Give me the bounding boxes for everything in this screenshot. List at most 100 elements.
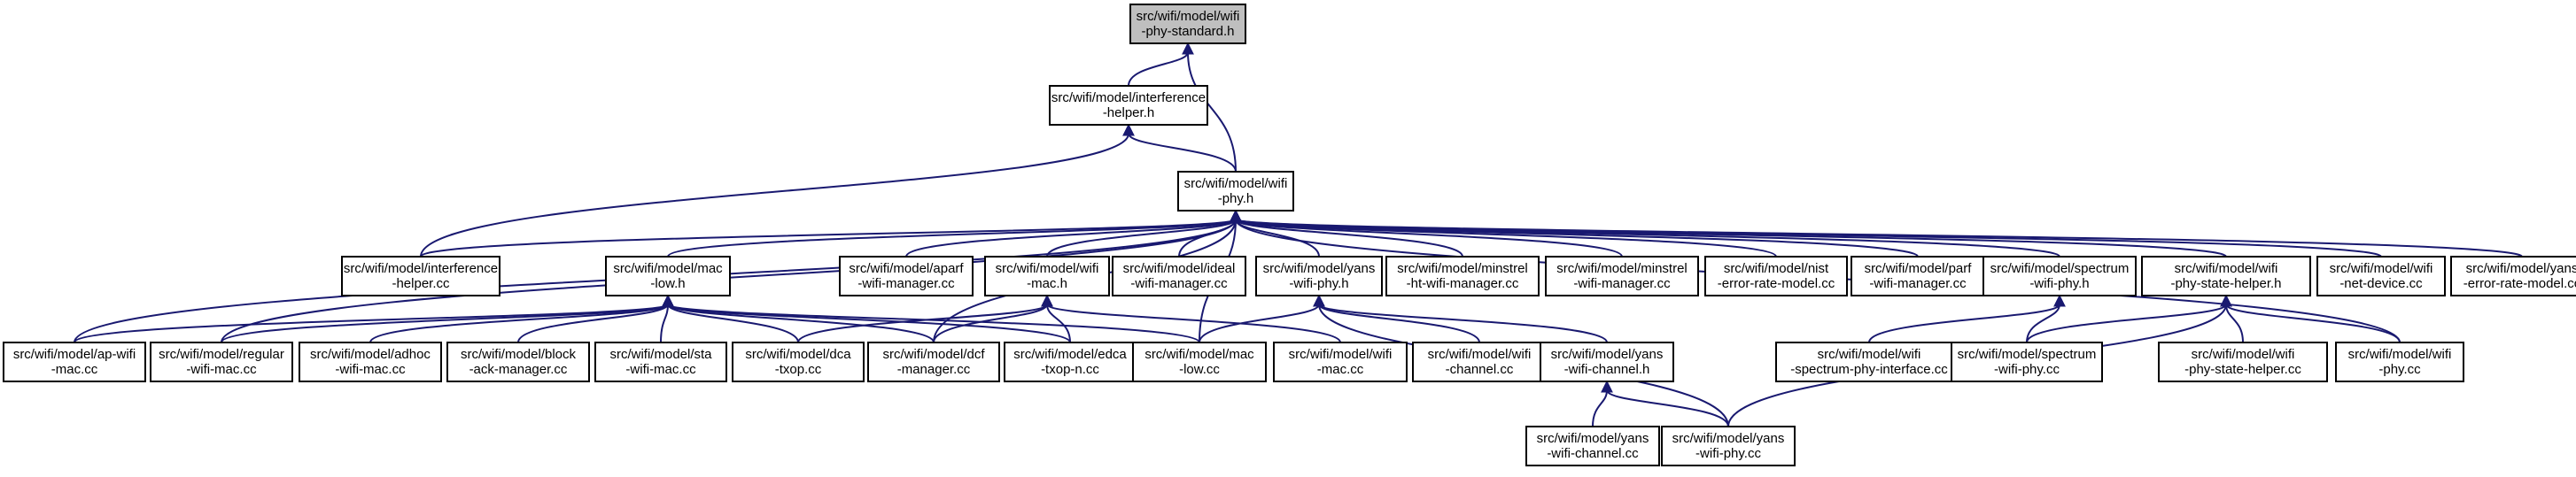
node-label-line: src/wifi/model/yans bbox=[2466, 261, 2576, 276]
node-yans-phy-h[interactable]: src/wifi/model/yans-wifi-phy.h bbox=[1255, 256, 1383, 296]
node-spectrum-iface[interactable]: src/wifi/model/wifi-spectrum-phy-interfa… bbox=[1775, 342, 1963, 382]
dependency-edge bbox=[1235, 219, 2523, 258]
node-wifi-mac-h[interactable]: src/wifi/model/wifi-mac.h bbox=[984, 256, 1110, 296]
node-label-line: -wifi-phy.h bbox=[1289, 276, 1348, 291]
node-label-line: -wifi-channel.h bbox=[1564, 362, 1650, 377]
node-box bbox=[594, 342, 727, 382]
node-box bbox=[1540, 342, 1674, 382]
dependency-edge bbox=[1606, 389, 1729, 427]
node-box bbox=[1273, 342, 1408, 382]
node-net-device[interactable]: src/wifi/model/wifi-net-device.cc bbox=[2316, 256, 2446, 296]
node-yans-channel-h[interactable]: src/wifi/model/yans-wifi-channel.h bbox=[1540, 342, 1674, 382]
arrow-head bbox=[1230, 209, 1242, 222]
node-state-helper-h[interactable]: src/wifi/model/wifi-phy-state-helper.h bbox=[2141, 256, 2311, 296]
node-phy-standard[interactable]: src/wifi/model/wifi-phy-standard.h bbox=[1129, 4, 1246, 44]
dependency-edge bbox=[1235, 219, 1463, 258]
node-ideal[interactable]: src/wifi/model/ideal-wifi-manager.cc bbox=[1112, 256, 1246, 296]
node-label-line: src/wifi/model/mac bbox=[1144, 347, 1254, 362]
node-interference-cc[interactable]: src/wifi/model/interference-helper.cc bbox=[341, 256, 500, 296]
node-label-line: -phy.cc bbox=[2378, 362, 2421, 377]
node-aparf[interactable]: src/wifi/model/aparf-wifi-manager.cc bbox=[839, 256, 974, 296]
node-box bbox=[150, 342, 293, 382]
node-regular-mac[interactable]: src/wifi/model/regular-wifi-mac.cc bbox=[150, 342, 293, 382]
node-label-line: src/wifi/model/block bbox=[461, 347, 577, 362]
dependency-edge bbox=[1046, 219, 1237, 258]
node-wifi-mac-cc[interactable]: src/wifi/model/wifi-mac.cc bbox=[1273, 342, 1408, 382]
node-label-line: src/wifi/model/ap-wifi bbox=[13, 347, 136, 362]
node-parf[interactable]: src/wifi/model/parf-wifi-manager.cc bbox=[1851, 256, 1985, 296]
node-label-line: src/wifi/model/wifi bbox=[1428, 347, 1532, 362]
node-box bbox=[1704, 256, 1848, 296]
node-label-line: -helper.cc bbox=[392, 276, 450, 291]
dependency-edge bbox=[667, 304, 935, 343]
node-yans-error[interactable]: src/wifi/model/yans-error-rate-model.cc bbox=[2450, 256, 2576, 296]
dependency-edge bbox=[1592, 389, 1608, 427]
dependency-edge bbox=[797, 304, 1048, 343]
node-label-line: src/wifi/model/nist bbox=[1724, 261, 1829, 276]
node-label-line: -mac.h bbox=[1027, 276, 1067, 291]
node-box bbox=[341, 256, 500, 296]
node-label-line: -mac.cc bbox=[1317, 362, 1364, 377]
node-box bbox=[3, 342, 146, 382]
arrow-head bbox=[1122, 123, 1135, 136]
arrow-head bbox=[662, 294, 674, 307]
node-label-line: src/wifi/model/interference bbox=[344, 261, 498, 276]
node-mac-low-cc[interactable]: src/wifi/model/mac-low.cc bbox=[1132, 342, 1267, 382]
node-label-line: -net-device.cc bbox=[2339, 276, 2423, 291]
dependency-edge bbox=[905, 219, 1237, 258]
node-ap-mac[interactable]: src/wifi/model/ap-wifi-mac.cc bbox=[3, 342, 146, 382]
dependency-edge bbox=[1199, 304, 1320, 343]
node-interference-h[interactable]: src/wifi/model/interference-helper.h bbox=[1049, 85, 1208, 126]
dependency-edge bbox=[2026, 304, 2060, 343]
node-box bbox=[1049, 85, 1208, 126]
dependency-edge bbox=[1046, 304, 1071, 343]
node-block-ack[interactable]: src/wifi/model/block-ack-manager.cc bbox=[446, 342, 590, 382]
node-box bbox=[867, 342, 1000, 382]
node-minstrel[interactable]: src/wifi/model/minstrel-wifi-manager.cc bbox=[1545, 256, 1699, 296]
node-label-line: -low.cc bbox=[1179, 362, 1220, 377]
node-yans-channel-cc[interactable]: src/wifi/model/yans-wifi-channel.cc bbox=[1525, 426, 1660, 466]
node-label-line: -phy-state-helper.cc bbox=[2184, 362, 2301, 377]
node-sta-mac[interactable]: src/wifi/model/sta-wifi-mac.cc bbox=[594, 342, 727, 382]
node-wifi-phy-cc[interactable]: src/wifi/model/wifi-phy.cc bbox=[2335, 342, 2464, 382]
node-label-line: -wifi-manager.cc bbox=[857, 276, 955, 291]
node-box bbox=[1661, 426, 1796, 466]
node-mac-low-h[interactable]: src/wifi/model/mac-low.h bbox=[605, 256, 731, 296]
node-yans-phy-cc[interactable]: src/wifi/model/yans-wifi-phy.cc bbox=[1661, 426, 1796, 466]
node-box bbox=[1412, 342, 1547, 382]
node-state-helper-cc[interactable]: src/wifi/model/wifi-phy-state-helper.cc bbox=[2158, 342, 2328, 382]
node-dcf-manager[interactable]: src/wifi/model/dcf-manager.cc bbox=[867, 342, 1000, 382]
dependency-edge bbox=[369, 304, 669, 343]
node-label-line: src/wifi/model/ideal bbox=[1123, 261, 1236, 276]
node-box bbox=[1525, 426, 1660, 466]
node-label-line: -ht-wifi-manager.cc bbox=[1407, 276, 1519, 291]
node-label-line: src/wifi/model/minstrel bbox=[1556, 261, 1688, 276]
node-spectrum-h[interactable]: src/wifi/model/spectrum-wifi-phy.h bbox=[1982, 256, 2137, 296]
node-label-line: src/wifi/model/wifi bbox=[1818, 347, 1921, 362]
node-adhoc-mac[interactable]: src/wifi/model/adhoc-wifi-mac.cc bbox=[299, 342, 442, 382]
node-box bbox=[1129, 4, 1246, 44]
arrow-head bbox=[2053, 294, 2066, 307]
node-label-line: -mac.cc bbox=[51, 362, 98, 377]
node-nist[interactable]: src/wifi/model/nist-error-rate-model.cc bbox=[1704, 256, 1848, 296]
node-wifi-phy-h[interactable]: src/wifi/model/wifi-phy.h bbox=[1177, 171, 1294, 212]
dependency-edge bbox=[667, 304, 799, 343]
arrow-head bbox=[1601, 380, 1613, 393]
node-label-line: -spectrum-phy-interface.cc bbox=[1790, 362, 1948, 377]
node-box bbox=[1112, 256, 1246, 296]
node-label-line: -wifi-manager.cc bbox=[1130, 276, 1228, 291]
node-box bbox=[1177, 171, 1294, 212]
node-spectrum-cc[interactable]: src/wifi/model/spectrum-wifi-phy.cc bbox=[1951, 342, 2103, 382]
node-label-line: src/wifi/model/wifi bbox=[2330, 261, 2433, 276]
node-dca-txop[interactable]: src/wifi/model/dca-txop.cc bbox=[732, 342, 865, 382]
node-box bbox=[2141, 256, 2311, 296]
node-edca-txop[interactable]: src/wifi/model/edca-txop-n.cc bbox=[1004, 342, 1137, 382]
node-label-line: src/wifi/model/mac bbox=[613, 261, 723, 276]
arrow-head bbox=[2220, 294, 2232, 307]
node-label-line: src/wifi/model/sta bbox=[609, 347, 712, 362]
node-wifi-channel-cc[interactable]: src/wifi/model/wifi-channel.cc bbox=[1412, 342, 1547, 382]
node-minstrel-ht[interactable]: src/wifi/model/minstrel-ht-wifi-manager.… bbox=[1385, 256, 1540, 296]
node-label-line: -low.h bbox=[650, 276, 685, 291]
dependency-edge bbox=[420, 133, 1129, 258]
